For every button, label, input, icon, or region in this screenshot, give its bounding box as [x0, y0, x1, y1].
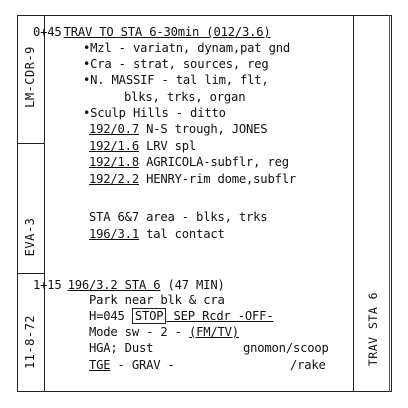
line-08: 192/1.6 LRV spl — [89, 139, 196, 154]
margin-label-trav-sta: TRAV STA 6 — [366, 291, 380, 367]
line-03: •Cra - strat, sources, reg — [83, 57, 269, 71]
line-17: HGA; Dust — [89, 341, 153, 356]
line-02: •Mzl - variatn, dynam,pat gnd — [83, 41, 290, 55]
bearing-distance: 192/1.8 — [89, 155, 139, 169]
bearing-distance: 196/3.1 — [89, 227, 139, 241]
line-09: 192/1.8 AGRICOLA-subflr, reg — [89, 155, 289, 170]
sep-recorder-off: SEP Rcdr -OFF- — [166, 309, 274, 323]
line-11: STA 6&7 area - blks, trks — [89, 210, 268, 224]
line-07: 192/0.7 N-S trough, JONES — [89, 122, 268, 137]
left-margin-divider — [44, 15, 45, 392]
station-heading: 196/3.2 STA 6 — [67, 278, 161, 292]
margin-label-date: 11-8-72 — [23, 314, 37, 370]
line-12: 196/3.1 tal contact — [89, 227, 225, 242]
line-04: •N. MASSIF - tal lim, flt, — [83, 73, 269, 87]
traverse-heading: TRAV TO STA 6-30min (012/3.6) — [63, 25, 271, 39]
right-margin-divider — [353, 15, 354, 392]
mode-switch: Mode sw - 2 - — [89, 325, 189, 339]
margin-label-lm-cdr: LM-CDR-9 — [23, 46, 37, 108]
left-margin-separator-1 — [17, 143, 45, 144]
fm-tv-mode: (FM/TV) — [188, 325, 239, 339]
left-margin-separator-2 — [17, 273, 45, 274]
line-05: blks, trks, organ — [124, 90, 246, 104]
waypoint-text: N-S trough, JONES — [138, 122, 268, 136]
waypoint-text: AGRICOLA-subflr, reg — [138, 155, 289, 169]
line-06: •Sculp Hills - ditto — [83, 106, 226, 120]
line-16: Mode sw - 2 - (FM/TV) — [89, 325, 239, 340]
bearing-distance: 192/0.7 — [89, 122, 139, 136]
line-10: 192/2.2 HENRY-rim dome,subflr — [89, 172, 296, 187]
line-14: Park near blk & cra — [89, 293, 225, 307]
bearing-distance: 192/1.6 — [89, 139, 139, 153]
heading-value: H=045 — [89, 309, 132, 323]
grav-label: - GRAV - — [110, 358, 175, 372]
checklist-frame — [17, 15, 392, 392]
right-edge-line — [389, 15, 390, 392]
hga-dust: HGA; Dust — [89, 341, 154, 355]
waypoint-text: LRV spl — [138, 139, 197, 153]
line-17b: gnomon/scoop — [243, 341, 329, 355]
tge-label: TGE — [89, 358, 111, 372]
stop-box: STOP — [131, 308, 167, 324]
line-15: H=045 STOP SEP Rcdr -OFF- — [89, 308, 274, 324]
line-18: TGE - GRAV - — [89, 358, 175, 373]
time-marker: 0+45 — [33, 25, 62, 39]
time-marker: 1+15 — [33, 278, 62, 292]
waypoint-text: HENRY-rim dome,subflr — [138, 172, 296, 186]
bearing-distance: 192/2.2 — [89, 172, 139, 186]
line-18b: /rake — [290, 358, 326, 372]
waypoint-text: tal contact — [138, 227, 225, 241]
station-duration: (47 MIN) — [160, 278, 225, 292]
line-13: 1+15 196/3.2 STA 6 (47 MIN) — [33, 278, 225, 293]
margin-label-eva: EVA-3 — [23, 217, 37, 257]
